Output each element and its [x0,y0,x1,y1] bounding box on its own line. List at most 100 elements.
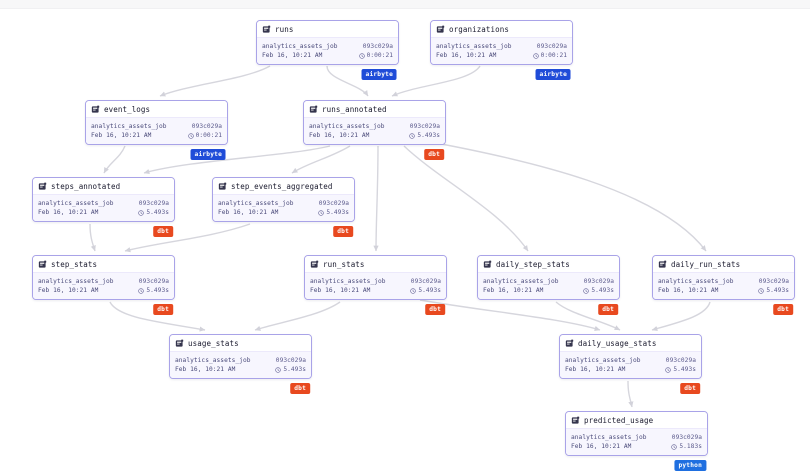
node-badge-dbt[interactable]: dbt [290,383,310,394]
node-job-label[interactable]: analytics_assets_job [38,278,114,285]
node-hash-label[interactable]: 093c029a [318,200,349,207]
node-header[interactable]: daily_usage_stats [560,335,701,352]
node-job-label[interactable]: analytics_assets_job [571,434,647,441]
node-header[interactable]: predicted_usage [566,412,707,429]
node-duration: 5.493s [417,132,440,139]
node-hash-label[interactable]: 093c029a [362,43,393,50]
node-header[interactable]: step_stats [33,256,174,273]
node-timestamp: Feb 16, 10:21 AM [571,443,632,450]
node-timestamp: Feb 16, 10:21 AM [218,209,279,216]
node-header[interactable]: steps_annotated [33,178,174,195]
node-badge-airbyte[interactable]: airbyte [361,69,397,80]
node-header[interactable]: daily_run_stats [653,256,794,273]
node-job-label[interactable]: analytics_assets_job [658,278,734,285]
node-job-label[interactable]: analytics_assets_job [309,123,385,130]
node-duration-wrap: 5.493s [318,208,349,217]
node-duration-wrap: 5.183s [671,442,702,451]
node-timestamp: Feb 16, 10:21 AM [310,287,371,294]
node-badge-dbt[interactable]: dbt [153,304,173,315]
node-job-label[interactable]: analytics_assets_job [565,357,641,364]
node-timestamp: Feb 16, 10:21 AM [483,287,544,294]
node-timestamp: Feb 16, 10:21 AM [91,132,152,139]
node-badge-dbt[interactable]: dbt [153,226,173,237]
node-header[interactable]: runs_annotated [304,101,445,118]
node-duration-wrap: 0:00:21 [187,131,222,140]
clock-icon [318,209,325,216]
node-title: daily_step_stats [496,259,570,269]
clock-icon [275,366,282,373]
node-hash-label[interactable]: 093c029a [191,123,222,130]
node-badge-dbt[interactable]: dbt [424,149,444,160]
asset-icon [218,182,227,191]
node-row-job: analytics_assets_job 093c029a [483,277,614,286]
node-duration-wrap: 5.493s [583,286,614,295]
clock-icon [671,443,678,450]
edge-runs_annotated-run_stats [373,145,379,252]
node-job-label[interactable]: analytics_assets_job [91,123,167,130]
asset-node-organizations[interactable]: organizations analytics_assets_job 093c029… [430,20,573,65]
node-header[interactable]: usage_stats [170,335,311,352]
node-hash-label[interactable]: 093c029a [665,357,696,364]
node-duration: 5.493s [326,209,349,216]
node-row-job: analytics_assets_job 093c029a [571,433,702,442]
node-badge-python[interactable]: python [674,460,706,471]
node-badge-dbt[interactable]: dbt [333,226,353,237]
node-badge-airbyte[interactable]: airbyte [190,149,226,160]
asset-icon [571,416,580,425]
asset-node-predicted_usage[interactable]: predicted_usage analytics_assets_job 093c0… [565,411,708,456]
node-hash-label[interactable]: 093c029a [536,43,567,50]
node-hash-label[interactable]: 093c029a [671,434,702,441]
asset-node-runs_annotated[interactable]: runs_annotated analytics_assets_job 093c02… [303,100,446,145]
node-hash-label[interactable]: 093c029a [410,278,441,285]
node-badge-dbt[interactable]: dbt [773,304,793,315]
edge-daily_usage_stats-predicted_usage [627,380,634,408]
node-hash-label[interactable]: 093c029a [758,278,789,285]
node-title: step_stats [51,259,98,269]
node-hash-label[interactable]: 093c029a [275,357,306,364]
node-header[interactable]: runs [257,21,398,38]
asset-node-daily_usage_stats[interactable]: daily_usage_stats analytics_assets_job 093… [559,334,702,379]
node-badge-dbt[interactable]: dbt [598,304,618,315]
asset-node-steps_annotated[interactable]: steps_annotated analytics_assets_job 093c0… [32,177,175,222]
node-hash-label[interactable]: 093c029a [409,123,440,130]
node-job-label[interactable]: analytics_assets_job [262,43,338,50]
asset-node-daily_run_stats[interactable]: daily_run_stats analytics_assets_job 093c0… [652,255,795,300]
node-badge-airbyte[interactable]: airbyte [535,69,571,80]
node-duration: 5.493s [766,287,789,294]
node-job-label[interactable]: analytics_assets_job [38,200,114,207]
node-header[interactable]: event_logs [86,101,227,118]
node-header[interactable]: step_events_aggregated [213,178,354,195]
node-title: runs_annotated [322,104,387,114]
node-hash-label[interactable]: 093c029a [138,278,169,285]
clock-icon [138,287,145,294]
node-job-label[interactable]: analytics_assets_job [483,278,559,285]
node-duration-wrap: 5.493s [758,286,789,295]
node-hash-label[interactable]: 093c029a [138,200,169,207]
node-badge-dbt[interactable]: dbt [680,383,700,394]
node-header[interactable]: organizations [431,21,572,38]
node-badge-dbt[interactable]: dbt [425,304,445,315]
node-job-label[interactable]: analytics_assets_job [175,357,251,364]
node-row-job: analytics_assets_job 093c029a [309,122,440,131]
node-job-label[interactable]: analytics_assets_job [436,43,512,50]
clock-icon [410,287,417,294]
node-header[interactable]: run_stats [305,256,446,273]
node-hash-label[interactable]: 093c029a [583,278,614,285]
node-job-label[interactable]: analytics_assets_job [218,200,294,207]
node-job-label[interactable]: analytics_assets_job [310,278,386,285]
node-row-job: analytics_assets_job 093c029a [38,277,169,286]
asset-node-daily_step_stats[interactable]: daily_step_stats analytics_assets_job 093c… [477,255,620,300]
node-header[interactable]: daily_step_stats [478,256,619,273]
node-timestamp: Feb 16, 10:21 AM [175,366,236,373]
